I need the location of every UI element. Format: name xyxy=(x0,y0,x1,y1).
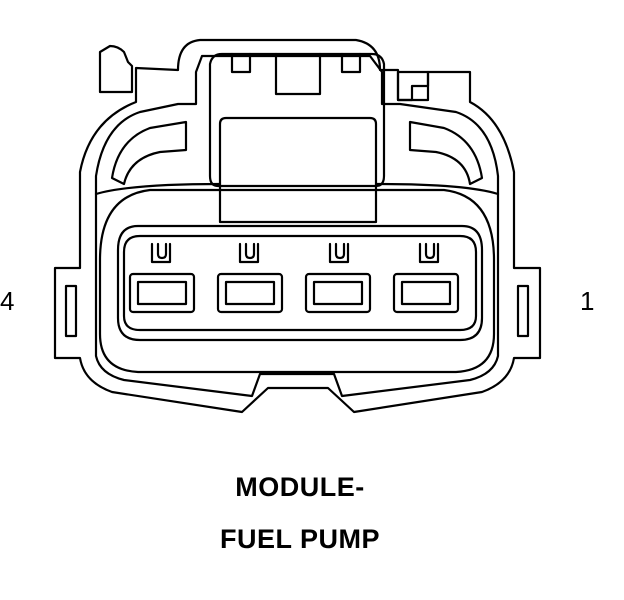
connector-housing-inner xyxy=(94,54,500,398)
pin-4-label: 4 xyxy=(0,286,15,316)
terminal-block-inner xyxy=(122,234,478,332)
connector-housing-outer xyxy=(53,38,542,414)
terminal-block-outer xyxy=(116,224,484,342)
connector-caption-line-1: MODULE- xyxy=(235,472,365,502)
terminal-face-outer xyxy=(98,188,496,374)
locator-tab-right xyxy=(516,284,530,338)
terminal-cavity-2 xyxy=(304,242,372,314)
top-latch-notch-right xyxy=(340,52,362,74)
top-latch-notch-center xyxy=(274,52,322,96)
connector-diagram xyxy=(53,38,542,414)
side-rib-left xyxy=(110,120,188,186)
connector-caption-line-2: FUEL PUMP xyxy=(219,524,380,554)
latch-tab-right xyxy=(396,70,430,102)
top-latch-notch-left xyxy=(230,52,252,74)
terminal-cavity-3 xyxy=(216,242,284,314)
terminal-cavity-1 xyxy=(392,242,460,314)
latch-window xyxy=(218,116,378,224)
terminal-cavity-4 xyxy=(128,242,196,314)
side-rib-right xyxy=(408,120,484,186)
locator-tab-left xyxy=(64,284,78,338)
top-latch xyxy=(208,52,386,188)
shoulder-line xyxy=(94,182,500,196)
pin-1-label: 1 xyxy=(580,286,595,316)
latch-tab-left xyxy=(98,44,134,94)
